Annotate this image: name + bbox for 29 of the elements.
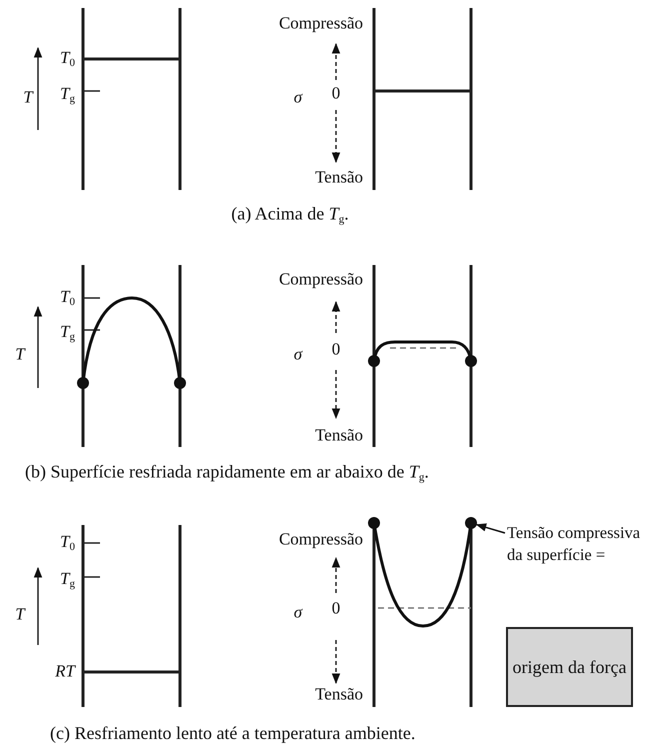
- axis-label: Compressão: [278, 270, 363, 290]
- axis-label: σ: [294, 346, 302, 364]
- axis-label: Tensão: [315, 426, 363, 446]
- axis-label: T: [15, 606, 25, 624]
- axis-label: 0: [332, 600, 340, 618]
- leader-line: [476, 523, 506, 534]
- axis-label: Tensão: [315, 168, 363, 188]
- axis-label: T: [15, 346, 25, 364]
- axis-label: σ: [294, 604, 302, 622]
- temperature-label: T$_{g}$: [60, 322, 75, 344]
- temperature-label: T$_{0}$: [60, 48, 75, 70]
- temperature-label: T$_{g}$: [60, 570, 75, 590]
- caption: (c) Resfriamento lento até a temperatura ambiente.: [50, 724, 416, 744]
- callout-text: Tensão compressiva da superfície =: [507, 522, 645, 566]
- label-box: origem da força: [506, 627, 633, 707]
- axis-label: σ: [294, 88, 302, 108]
- axis-label: T: [23, 88, 33, 108]
- axis-label: 0: [332, 84, 340, 104]
- axis-label: 0: [332, 340, 340, 360]
- caption: (b) Superfície resfriada rapidamente em ar abaixo de T$_{g}$.: [25, 462, 429, 484]
- axis-label: Compressão: [278, 14, 363, 34]
- temperature-label: RT: [55, 662, 75, 682]
- axis-label: Tensão: [315, 686, 363, 704]
- surface-point: [465, 517, 477, 529]
- caption: (a) Acima de T$_{g}$.: [231, 204, 349, 226]
- temperature-label: T$_{0}$: [60, 532, 75, 554]
- axis-label: Compressão: [278, 530, 363, 550]
- temperature-label: T$_{0}$: [60, 288, 75, 308]
- temperature-label: T$_{g}$: [60, 84, 75, 106]
